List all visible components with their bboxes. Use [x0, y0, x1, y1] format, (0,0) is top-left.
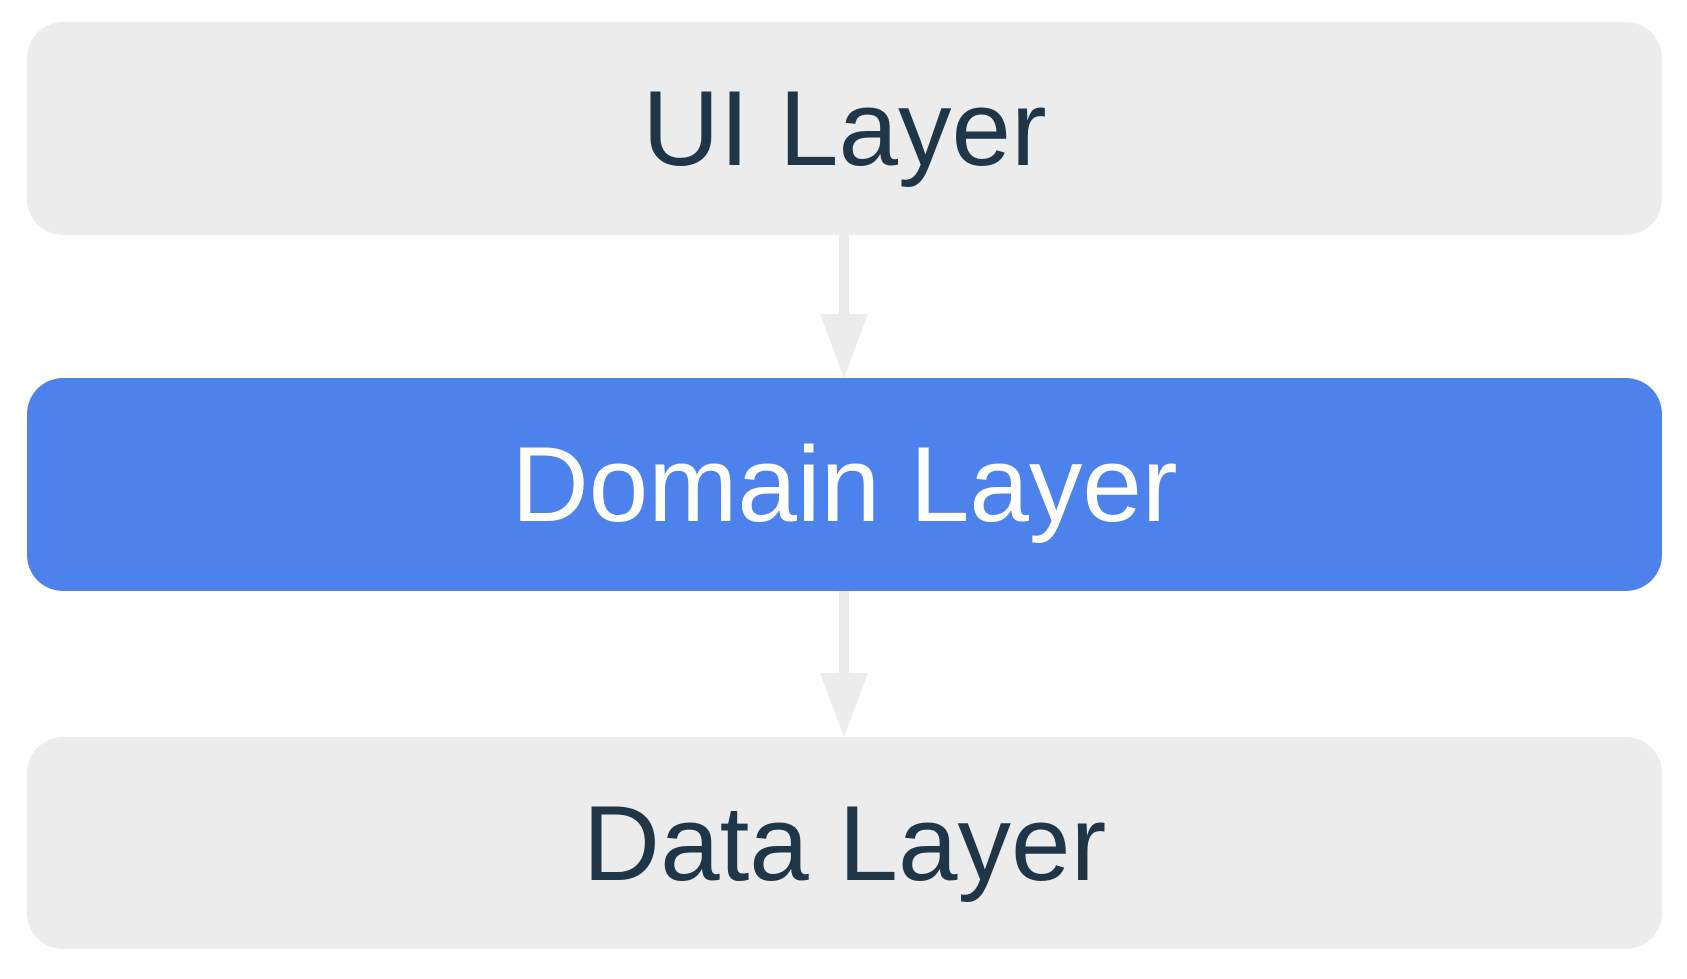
layer-label-ui: UI Layer [642, 68, 1047, 188]
down-arrow-stem [838, 591, 849, 673]
layer-box-data: Data Layer [27, 737, 1662, 949]
layer-label-domain: Domain Layer [511, 424, 1178, 544]
layer-box-ui: UI Layer [27, 22, 1662, 235]
down-arrow-icon [819, 673, 868, 737]
down-arrow-icon [819, 314, 868, 378]
layer-box-domain: Domain Layer [27, 378, 1662, 591]
down-arrow-stem [838, 235, 849, 314]
arrow-ui-to-domain [819, 235, 868, 378]
arrow-domain-to-data [819, 591, 868, 737]
layer-label-data: Data Layer [582, 782, 1107, 903]
